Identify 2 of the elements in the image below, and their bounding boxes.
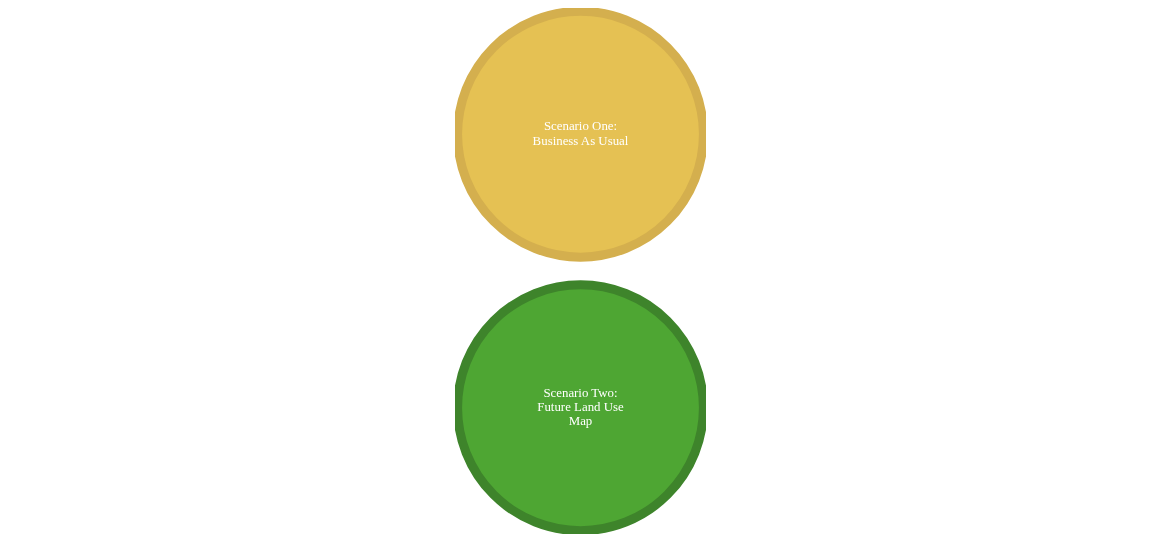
node-circle: Scenario One: Business As Usual [455,8,706,262]
node-circle: Scenario Two: Future Land Use Map [455,280,706,534]
